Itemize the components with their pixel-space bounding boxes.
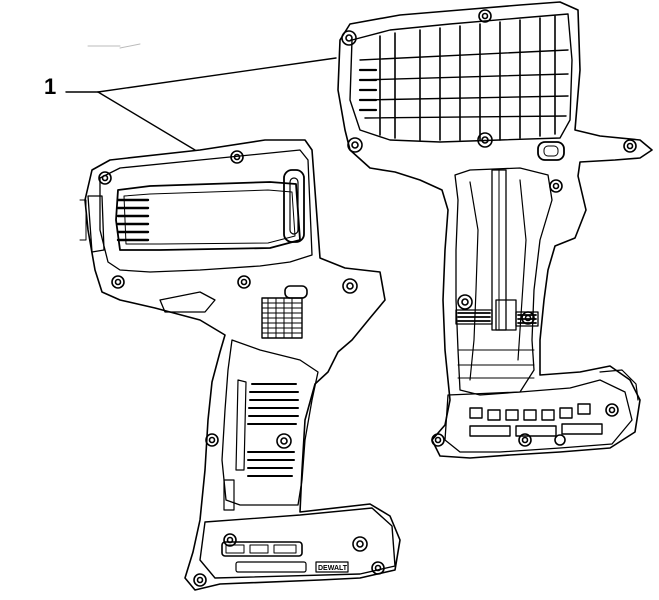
brand-label: DEWALT bbox=[318, 565, 348, 572]
left-housing-half: DEWALT bbox=[79, 139, 401, 591]
callout-number-1: 1 bbox=[44, 74, 57, 99]
left-housing-outline bbox=[84, 139, 401, 591]
right-housing-outline bbox=[337, 1, 653, 459]
callout-leader-lines bbox=[65, 57, 337, 151]
scan-artifacts bbox=[87, 43, 141, 49]
right-housing-half bbox=[337, 1, 653, 459]
